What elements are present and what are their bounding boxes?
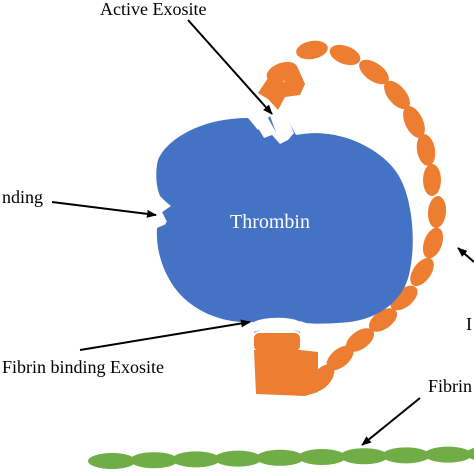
arrow-left-binding bbox=[51, 201, 157, 218]
fibrin-bead bbox=[88, 453, 136, 469]
peptide-head-active-site bbox=[258, 66, 305, 110]
linker-bead bbox=[403, 106, 425, 138]
fibrin-strand bbox=[88, 446, 474, 469]
linker-bead bbox=[384, 80, 410, 110]
linker-bead bbox=[329, 44, 361, 66]
fibrin-bead bbox=[424, 446, 472, 463]
linker-bead bbox=[345, 328, 375, 352]
linker-bead bbox=[427, 196, 447, 228]
fibrin-bead bbox=[382, 447, 430, 464]
fibrin-bead bbox=[340, 448, 388, 465]
label-active-exosite: Active Exosite bbox=[100, 0, 206, 19]
label-right-partial: I bbox=[466, 314, 472, 334]
arrow-fibrin bbox=[361, 397, 421, 446]
fibrin-bead bbox=[298, 449, 346, 465]
label-fibrin-partial: Fibrin bbox=[428, 376, 472, 396]
thrombin-body bbox=[156, 116, 413, 333]
linker-chain bbox=[266, 40, 447, 392]
linker-bead bbox=[422, 227, 444, 259]
linker-bead bbox=[359, 59, 389, 85]
peptide-anchor-block bbox=[254, 333, 318, 396]
linker-bead bbox=[410, 257, 434, 287]
arrow-fibrin-exosite bbox=[79, 319, 251, 351]
fibrin-bead bbox=[466, 447, 474, 460]
fibrin-bead bbox=[256, 449, 304, 466]
arrow-right-partial bbox=[457, 247, 474, 263]
fibrin-bead bbox=[130, 452, 178, 469]
active-exosite-groove bbox=[258, 118, 294, 144]
fibrin-bead bbox=[172, 451, 220, 468]
linker-bead bbox=[390, 285, 418, 311]
linker-bead bbox=[326, 345, 354, 371]
left-binding-site-groove bbox=[156, 197, 171, 226]
arrow-active-exosite bbox=[187, 19, 273, 115]
linker-bead bbox=[416, 134, 436, 166]
fibrin-bead bbox=[214, 450, 262, 467]
linker-bead bbox=[423, 164, 441, 196]
fibrin-exosite-cup bbox=[252, 317, 302, 333]
linker-bead bbox=[296, 40, 328, 60]
label-fibrin-binding-exosite: Fibrin binding Exosite bbox=[2, 357, 164, 377]
label-thrombin: Thrombin bbox=[230, 211, 310, 233]
label-binding-partial: nding bbox=[2, 187, 43, 207]
